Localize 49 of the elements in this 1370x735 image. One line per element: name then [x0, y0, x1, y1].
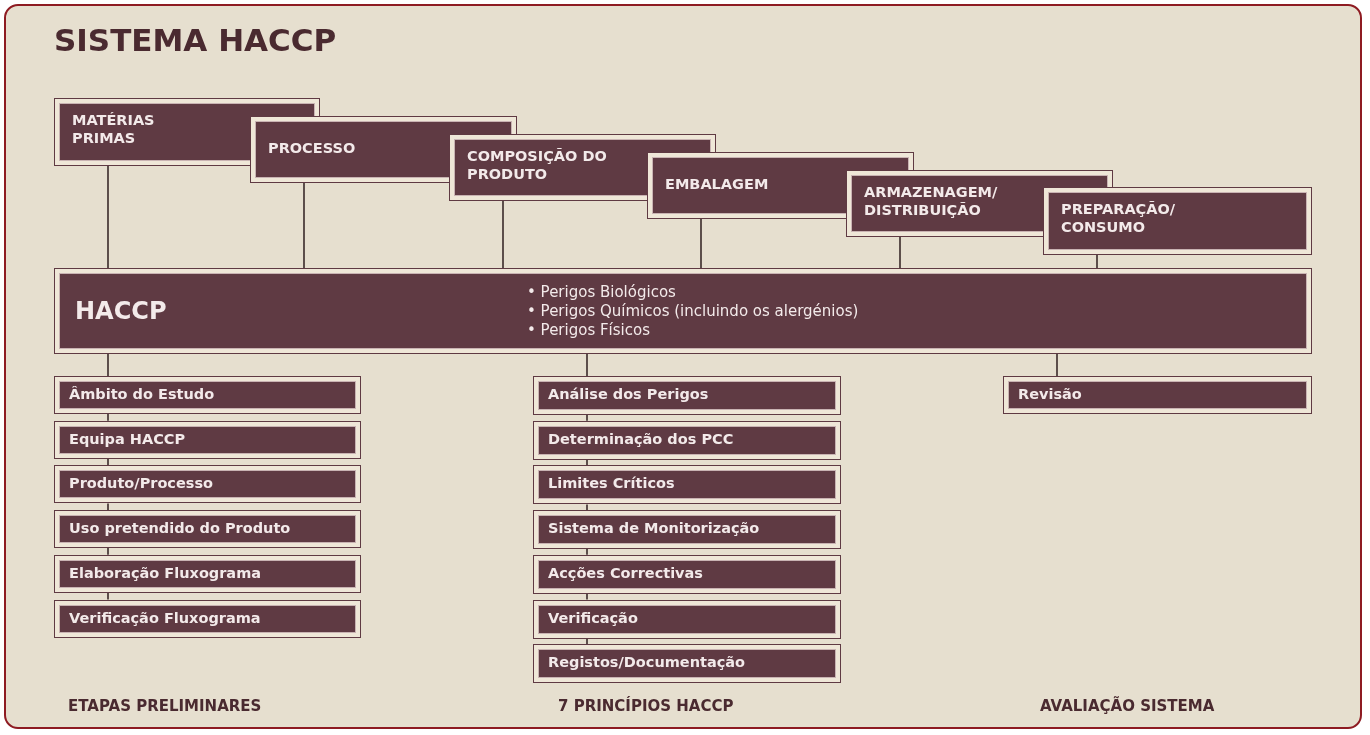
bullet-item: • Perigos Físicos — [527, 321, 650, 340]
box-label: Determinação dos PCC — [548, 429, 734, 448]
box-heading: HACCP — [75, 296, 167, 326]
box-label: Registos/Documentação — [548, 653, 746, 672]
column-caption: ETAPAS PRELIMINARES — [68, 697, 262, 715]
connector-line — [1056, 353, 1058, 377]
connector-line — [586, 637, 588, 645]
box-label: Uso pretendido do Produto — [69, 519, 291, 538]
box-label: Análise dos Perigos — [548, 385, 709, 404]
box-label: EMBALAGEM — [665, 175, 769, 194]
main-box — [54, 268, 1312, 354]
connector-line — [899, 236, 901, 269]
connector-line — [107, 413, 109, 422]
connector-line — [586, 353, 588, 377]
column-caption: AVALIAÇÃO SISTEMA — [1040, 697, 1215, 715]
connector-line — [1096, 254, 1098, 269]
connector-line — [586, 548, 588, 556]
connector-line — [586, 503, 588, 511]
box-label: MATÉRIAS PRIMAS — [72, 111, 156, 148]
connector-line — [502, 200, 504, 269]
box-label: COMPOSIÇÃO DO PRODUTO — [467, 147, 608, 184]
box-label: PROCESSO — [268, 139, 356, 158]
box-label: PREPARAÇÃO/ CONSUMO — [1061, 200, 1177, 237]
box-label: Equipa HACCP — [69, 429, 186, 448]
connector-line — [586, 458, 588, 467]
connector-line — [586, 593, 588, 601]
box-label: Sistema de Monitorização — [548, 519, 760, 538]
column-caption: 7 PRINCÍPIOS HACCP — [558, 697, 734, 715]
box-label: Elaboração Fluxograma — [69, 563, 262, 582]
diagram-title: SISTEMA HACCP — [54, 22, 337, 58]
connector-line — [107, 592, 109, 601]
connector-line — [107, 353, 109, 377]
connector-line — [700, 218, 702, 269]
box-label: Verificação Fluxograma — [69, 608, 261, 627]
connector-line — [107, 547, 109, 556]
box-label: Limites Críticos — [548, 474, 675, 493]
connector-line — [107, 502, 109, 511]
box-label: Produto/Processo — [69, 474, 214, 493]
box-label: ARMAZENAGEM/ DISTRIBUIÇÃO — [864, 183, 999, 220]
connector-line — [586, 414, 588, 422]
box-label: Acções Correctivas — [548, 563, 703, 582]
bullet-item: • Perigos Biológicos — [527, 283, 676, 302]
connector-line — [107, 457, 109, 467]
connector-line — [303, 182, 305, 269]
box-label: Âmbito do Estudo — [69, 385, 215, 404]
connector-line — [107, 165, 109, 269]
bullet-item: • Perigos Químicos (incluindo os alergénios) — [527, 302, 859, 321]
box-label: Revisão — [1018, 385, 1082, 404]
box-label: Verificação — [548, 608, 638, 627]
